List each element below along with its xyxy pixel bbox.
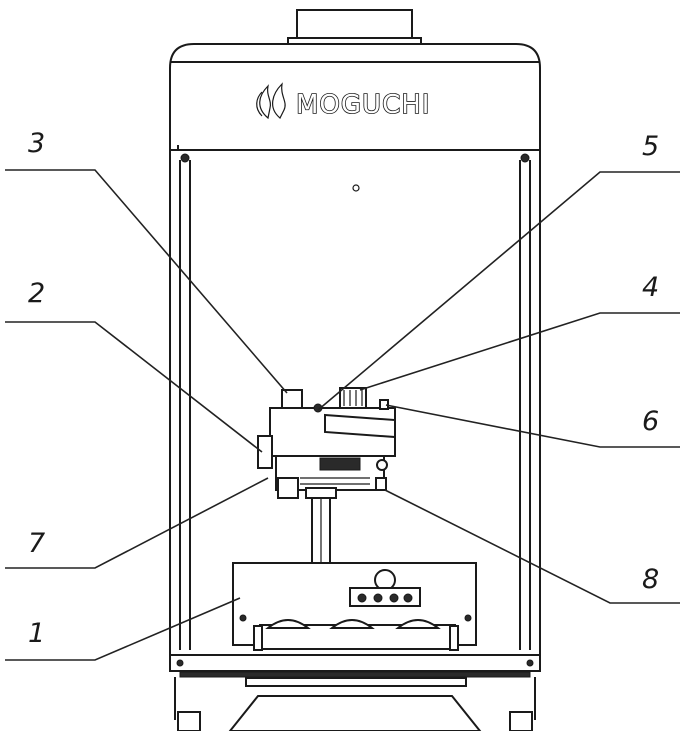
callout-5: 5 bbox=[642, 131, 659, 162]
callout-2: 2 bbox=[28, 278, 45, 309]
leader-8 bbox=[384, 489, 680, 604]
cabinet-base bbox=[169, 654, 541, 731]
leader-5 bbox=[317, 171, 680, 411]
callout-3: 3 bbox=[28, 128, 45, 159]
flue-outlet bbox=[287, 9, 422, 47]
leader-4 bbox=[359, 312, 680, 391]
leader-7 bbox=[5, 477, 269, 569]
callout-7: 7 bbox=[28, 528, 45, 559]
callout-8: 8 bbox=[642, 564, 659, 595]
leader-6 bbox=[385, 404, 680, 448]
flame-logo-icon bbox=[256, 82, 286, 120]
callouts: 3 2 7 1 5 4 6 8 bbox=[28, 128, 659, 649]
brand-name: MOGUCHI bbox=[296, 90, 430, 120]
top-hood bbox=[169, 43, 541, 151]
leader-2 bbox=[5, 321, 263, 453]
burner-assembly bbox=[232, 562, 477, 651]
callout-6: 6 bbox=[642, 406, 659, 437]
brand-logo: MOGUCHI bbox=[256, 82, 430, 121]
gas-valve bbox=[257, 387, 396, 499]
leader-1 bbox=[5, 597, 241, 661]
leader-lines bbox=[5, 169, 680, 661]
callout-1: 1 bbox=[28, 618, 45, 649]
leader-3 bbox=[5, 169, 288, 394]
callout-4: 4 bbox=[642, 272, 659, 303]
